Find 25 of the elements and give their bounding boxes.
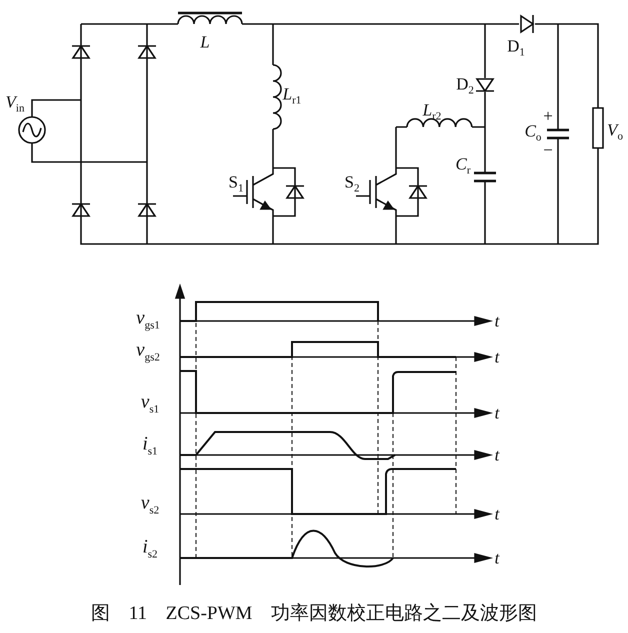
signal-label: v$_{gs2}$ bbox=[136, 340, 160, 364]
polarity-sign: + bbox=[543, 108, 553, 124]
component-label: L$_{r1}$ bbox=[282, 85, 302, 107]
polarity-sign: − bbox=[543, 142, 553, 158]
signal-label: i$_{s1}$ bbox=[142, 434, 158, 458]
signal-label: v$_{s2}$ bbox=[140, 494, 160, 516]
component-label: C$_{o}$ bbox=[524, 122, 542, 144]
axis-label: t bbox=[494, 312, 500, 330]
component-label: L bbox=[200, 34, 210, 50]
component-label: V$_{o}$ bbox=[607, 121, 623, 143]
figure-caption: 图 11 ZCS-PWM 功率因数校正电路之二及波形图 bbox=[90, 602, 538, 626]
component-label: V$_{in}$ bbox=[6, 93, 24, 115]
signal-label: i$_{s2}$ bbox=[142, 538, 158, 560]
axis-label: t bbox=[494, 446, 500, 464]
component-label: D$_{1}$ bbox=[507, 37, 525, 59]
axis-label: t bbox=[494, 506, 500, 522]
signal-label: v$_{gs1}$ bbox=[136, 308, 160, 332]
axis-label: t bbox=[494, 404, 500, 422]
component-label: C$_{r}$ bbox=[456, 155, 470, 177]
axis-label: t bbox=[494, 348, 500, 366]
axis-label: t bbox=[494, 550, 500, 566]
component-label: D$_{2}$ bbox=[456, 75, 474, 97]
component-label: S$_{2}$ bbox=[344, 173, 360, 195]
signal-label: v$_{s1}$ bbox=[140, 392, 160, 416]
component-label: S$_{1}$ bbox=[228, 173, 244, 195]
